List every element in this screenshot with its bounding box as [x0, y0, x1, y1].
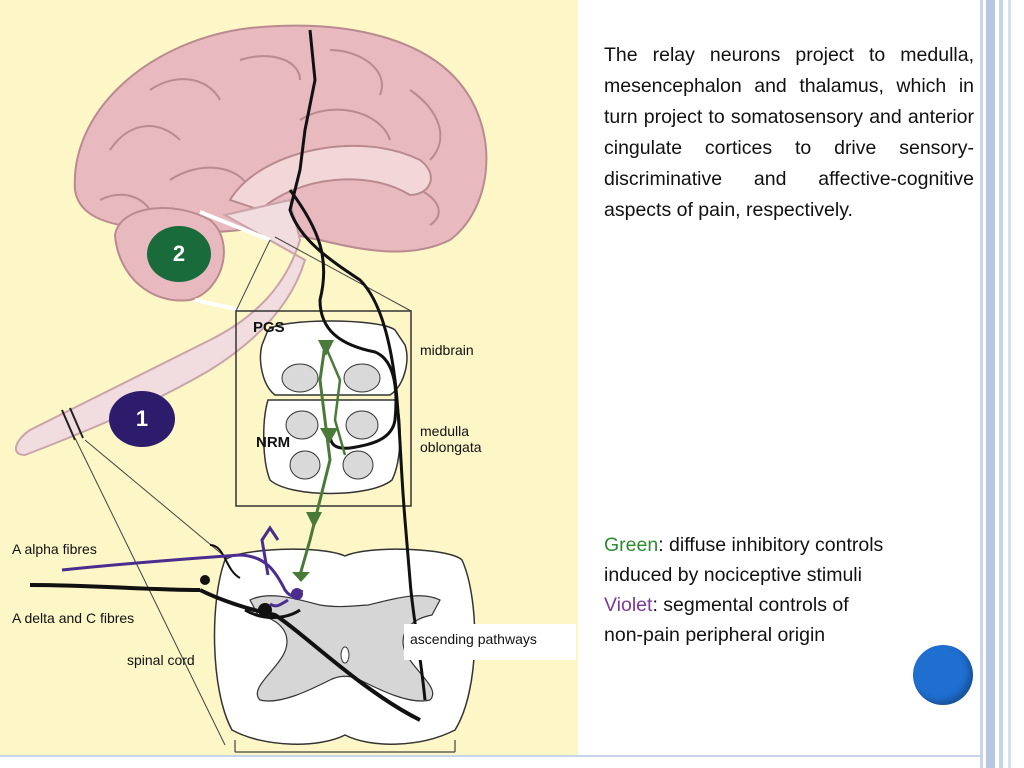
label-medulla-line2: oblongata: [420, 439, 482, 455]
legend-violet-row-2: non-pain peripheral origin: [604, 620, 974, 650]
legend-green-text: : diffuse inhibitory controls: [658, 534, 884, 556]
marker-two: 2: [147, 226, 211, 282]
label-midbrain: midbrain: [420, 342, 474, 358]
inset-box: [235, 310, 412, 507]
label-a-delta: A delta and C fibres: [12, 610, 135, 626]
label-medulla-line1: medulla: [420, 423, 470, 439]
legend-violet-row: Violet: segmental controls of: [604, 590, 974, 620]
decorative-circle: [913, 645, 973, 705]
side-border-line: [980, 0, 983, 768]
legend-green-row-2: induced by nociceptive stimuli: [604, 560, 974, 590]
label-pgs: PGS: [253, 319, 285, 336]
legend-green-line2: induced by nociceptive stimuli: [604, 564, 862, 586]
legend: Green: diffuse inhibitory controls induc…: [604, 530, 974, 650]
brainstem: [15, 198, 307, 457]
side-border-line: [999, 0, 1003, 768]
pain-pathway-diagram: 2 1 PGS NRM midbrain medulla oblongata A…: [0, 0, 578, 755]
side-border-band: [986, 0, 995, 768]
label-ascending-pathways: ascending pathways: [410, 631, 537, 647]
legend-green-row: Green: diffuse inhibitory controls: [604, 530, 974, 560]
ascending-label-background: [404, 624, 576, 660]
green-pathway: [298, 344, 332, 576]
label-a-alpha: A alpha fibres: [12, 541, 97, 557]
label-spinal-cord: spinal cord: [127, 652, 195, 668]
bottom-border-line: [0, 755, 980, 757]
legend-violet-term: Violet: [604, 594, 653, 616]
legend-violet-line2: non-pain peripheral origin: [604, 624, 826, 646]
description-paragraph: The relay neurons project to medulla, me…: [604, 44, 974, 221]
marker-one: 1: [109, 391, 175, 447]
legend-violet-text: : segmental controls of: [652, 594, 849, 616]
description-text: The relay neurons project to medulla, me…: [604, 40, 974, 226]
label-nrm: NRM: [256, 434, 291, 451]
diagram-drawing: [15, 24, 488, 753]
legend-green-term: Green: [604, 534, 659, 556]
side-border-line: [1008, 0, 1011, 768]
corpus-callosum: [228, 144, 432, 212]
brain-folds: [99, 49, 442, 226]
